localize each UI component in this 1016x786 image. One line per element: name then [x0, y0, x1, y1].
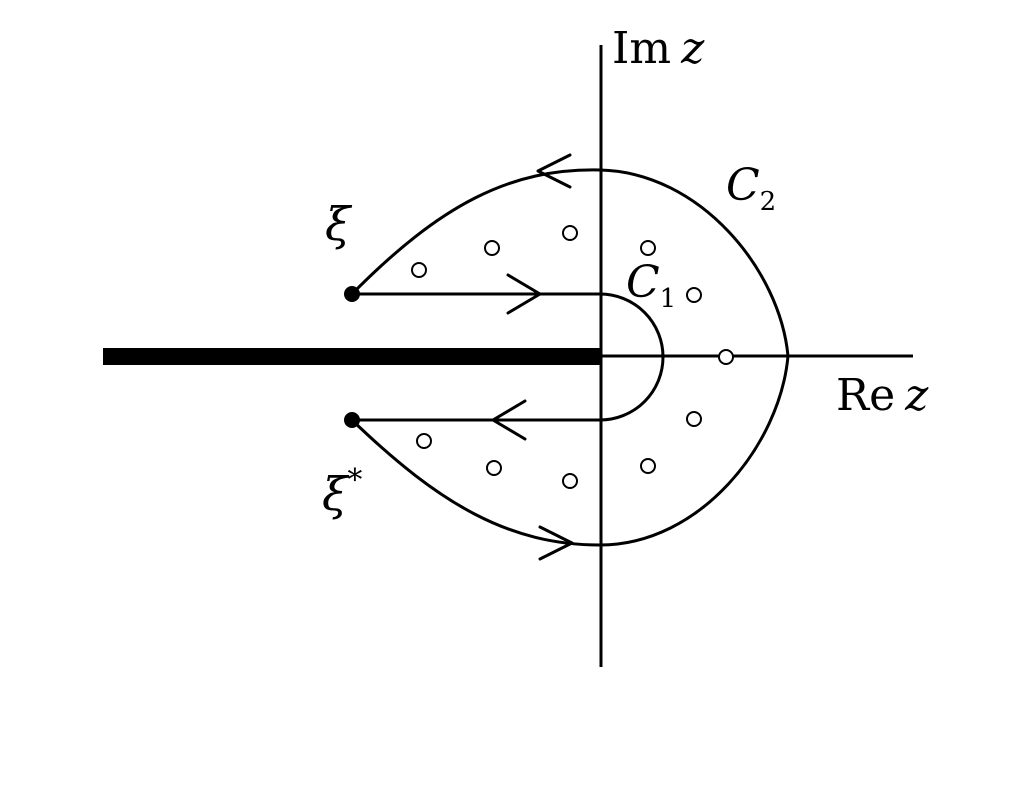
pole [416, 433, 432, 449]
pole [484, 240, 500, 256]
c2-label: C2 [726, 160, 776, 217]
pole [562, 473, 578, 489]
pole [486, 460, 502, 476]
poles [411, 225, 734, 489]
pole [686, 411, 702, 427]
pole [411, 262, 427, 278]
pole [562, 225, 578, 241]
arrow-c2-lower [538, 525, 574, 561]
pole [640, 458, 656, 474]
xi-point [344, 286, 360, 302]
xi-star-label: ξ* [322, 463, 362, 521]
pole [640, 240, 656, 256]
pole [686, 287, 702, 303]
xi-label: ξ [325, 197, 353, 251]
pole [718, 349, 734, 365]
contour-c1 [350, 292, 665, 422]
c1-label: C1 [626, 257, 676, 314]
arrow-c2-upper [536, 153, 572, 189]
arrow-c1-upper [506, 273, 542, 315]
branch-cut [103, 348, 602, 365]
xi-star-point [344, 412, 360, 428]
contour-c2 [350, 168, 790, 547]
arrow-c1-lower [491, 399, 527, 441]
